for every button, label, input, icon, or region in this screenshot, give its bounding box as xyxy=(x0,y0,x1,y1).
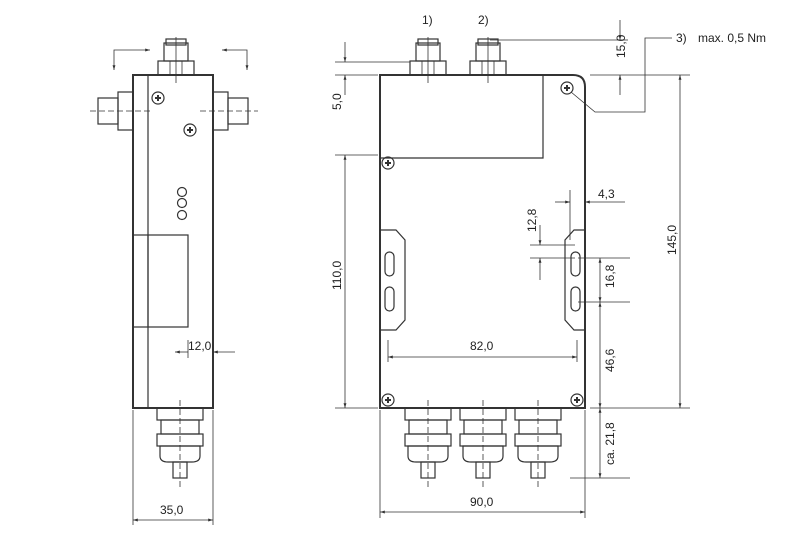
dim-110: 110,0 xyxy=(330,261,344,290)
side-gland xyxy=(156,399,204,489)
dim-21-8: ca. 21,8 xyxy=(603,422,617,465)
led-icon xyxy=(176,209,188,221)
dim-16-8: 16,8 xyxy=(603,264,617,288)
dim-12: 12,0 xyxy=(188,339,212,353)
dim-15: 15,0 xyxy=(614,34,628,58)
screw-icon xyxy=(183,123,197,137)
callout-3: 3) xyxy=(676,31,687,45)
gland xyxy=(404,399,452,489)
front-view: 1) 2) 15,0 3) max. 0,5 Nm 5,0 110,0 145,… xyxy=(330,13,766,518)
gland xyxy=(459,399,507,489)
screw-icon xyxy=(570,393,584,407)
left-bracket xyxy=(380,229,406,331)
connector-2 xyxy=(469,36,507,84)
dim-4-3: 4,3 xyxy=(598,187,615,201)
dim-46-6: 46,6 xyxy=(603,348,617,372)
dim-145: 145,0 xyxy=(665,225,679,255)
label-area xyxy=(147,234,189,328)
top-connector xyxy=(157,36,195,84)
callout-2: 2) xyxy=(478,13,489,27)
dim-5: 5,0 xyxy=(330,93,344,110)
dim-12-8: 12,8 xyxy=(525,208,539,232)
torque-leader xyxy=(570,37,672,113)
connector-1 xyxy=(409,36,447,84)
led-icon xyxy=(176,197,188,209)
left-connector xyxy=(90,91,150,131)
dim-82: 82,0 xyxy=(470,339,494,353)
led-icon xyxy=(176,186,188,198)
right-bracket xyxy=(564,229,585,331)
torque-note: max. 0,5 Nm xyxy=(698,31,766,45)
side-body xyxy=(132,74,214,409)
right-connector xyxy=(200,91,258,131)
gland xyxy=(514,399,562,489)
dim-90: 90,0 xyxy=(470,495,494,509)
front-body xyxy=(379,74,586,409)
callout-1: 1) xyxy=(422,13,433,27)
screw-icon xyxy=(381,393,395,407)
screw-icon xyxy=(151,91,165,105)
side-view: 12,0 35,0 xyxy=(90,36,258,525)
dim-35: 35,0 xyxy=(160,503,184,517)
screw-icon xyxy=(381,156,395,170)
